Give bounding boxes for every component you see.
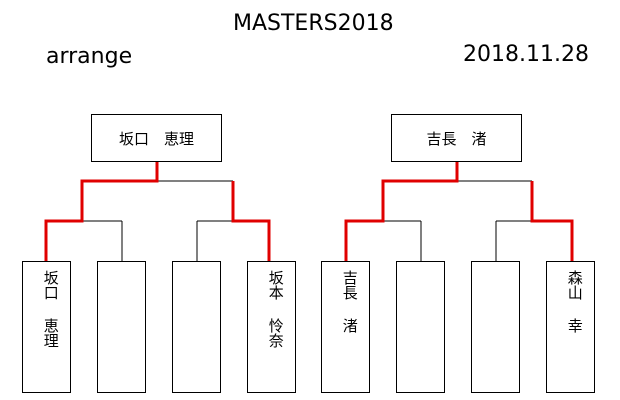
entrant-box (97, 261, 146, 393)
winner-box-left: 坂口 恵理 (91, 114, 222, 162)
tournament-date: 2018.11.28 (463, 42, 589, 67)
entrant-given-name: 渚 (340, 318, 359, 333)
winner-name: 吉長 渚 (426, 129, 487, 148)
entrant-given-name: 恵理 (41, 318, 60, 348)
winning-path-right (344, 161, 459, 261)
entrant-family-name: 坂口 (41, 270, 60, 300)
entrant-family-name: 坂本 (266, 270, 285, 300)
entrant-family-name: 吉長 (340, 270, 359, 300)
entrant-family-name: 森山 (565, 270, 584, 300)
entrant-box: 森山 幸 (546, 261, 595, 393)
winning-path-right-final (530, 181, 574, 261)
entrant-box (396, 261, 445, 393)
entrant-box: 坂本 怜奈 (247, 261, 296, 393)
entrant-box (172, 261, 221, 393)
entrant-box (471, 261, 520, 393)
entrant-box: 吉長 渚 (321, 261, 370, 393)
winning-path-left (44, 161, 159, 261)
winning-path-right-side (231, 181, 271, 261)
entrant-given-name: 幸 (565, 318, 584, 333)
winner-name: 坂口 恵理 (118, 129, 194, 148)
tournament-title: MASTERS2018 (233, 11, 394, 36)
entrant-given-name: 怜奈 (266, 318, 285, 348)
tournament-subtitle: arrange (46, 44, 133, 69)
winner-box-right: 吉長 渚 (391, 114, 522, 162)
entrant-box: 坂口 恵理 (22, 261, 71, 393)
